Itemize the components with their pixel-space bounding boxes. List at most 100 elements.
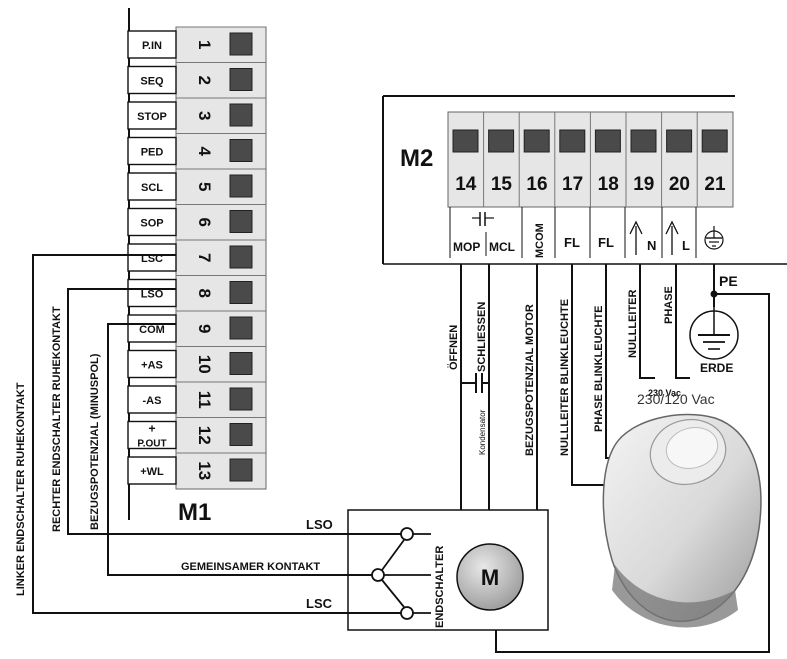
m2-screw-icon: [559, 129, 586, 153]
m1-terminal-number: 8: [195, 289, 214, 298]
m1-label-box: [127, 30, 177, 59]
m2-title: M2: [400, 145, 433, 172]
m1-terminal-1: P.IN 1: [127, 26, 266, 59]
m2-terminal-19: 19: [625, 112, 657, 207]
m1-label-text: P.OUT: [137, 438, 166, 449]
m1-screw-icon: [229, 281, 253, 304]
m1-terminal-number: 5: [195, 182, 214, 191]
kondensator-label: Kondensator: [478, 409, 487, 455]
capacitor-symbol-small: [472, 212, 494, 256]
m1-screw-icon: [229, 139, 253, 162]
m1-screw-icon: [229, 174, 253, 198]
null-blink-label: NULLLEITER BLINKLEUCHTE: [559, 299, 571, 456]
m2-screw-icon: [666, 129, 693, 153]
m1-screw-icon: [229, 458, 253, 482]
m2-screw-icon: [452, 129, 479, 153]
m1-screw-icon: [229, 103, 253, 127]
pe-junction-dot: [710, 290, 718, 298]
erde-label: ERDE: [700, 361, 733, 375]
m2-terminal-number: 18: [598, 174, 619, 195]
m2-terminal-21: 21: [696, 112, 728, 207]
mop-label: MOP: [453, 240, 480, 254]
oeffnen-label: ÖFFNEN: [447, 325, 460, 370]
m1-terminal-number: 2: [195, 76, 214, 85]
m2-terminal-18: 18: [589, 112, 621, 207]
m2-terminal-15: 15: [483, 112, 515, 207]
nullleiter-label: NULLLEITER: [627, 290, 639, 358]
bezug-motor-label: BEZUGSPOTENZIAL MOTOR: [524, 304, 536, 456]
m1-screw-icon: [229, 387, 253, 411]
motor-label: M: [481, 565, 499, 590]
motor-icon: [456, 543, 524, 611]
m2-screw-icon: [488, 129, 515, 153]
vertical-wire-labels: ÖFFNEN SCHLIESSEN Kondensator BEZUGSPOTE…: [447, 286, 675, 456]
m1-label-box: [127, 278, 177, 308]
m2-terminal-number: 19: [633, 174, 654, 195]
lsc-box-label: LSC: [306, 596, 333, 611]
linker-endschalter-label: LINKER ENDSCHALTER RUHEKONTAKT: [15, 382, 27, 596]
m1-label-text: P.IN: [142, 40, 162, 52]
m1-label-text: -AS: [143, 395, 162, 407]
m1-label-text: +WL: [140, 466, 164, 478]
m1-title: M1: [178, 499, 211, 526]
m1-screw-icon: [229, 210, 253, 233]
m1-terminal-5: SCL 5: [127, 168, 266, 201]
m1-label-text: SCL: [141, 182, 163, 194]
endschalter-label: ENDSCHALTER: [434, 546, 446, 628]
voltage-label-b: 230/120 Vac: [637, 391, 715, 407]
m1-screw-icon: [229, 245, 253, 269]
m2-wires: [460, 264, 770, 653]
m2-screw-icon: [701, 129, 728, 153]
fl-label-2: FL: [598, 235, 614, 250]
motor-endschalter-box: ENDSCHALTER M LSO GEMEINSAMER KONTAKT LS…: [181, 509, 549, 631]
m1-screw-icon: [229, 68, 253, 91]
pe-label: PE: [719, 273, 738, 289]
m2-sublabel-row: MOP MCL MCOM FL FL N L: [449, 207, 724, 258]
m1-label-plus: +: [148, 421, 155, 435]
m1-screw-icon: [229, 423, 253, 446]
m1-label-box: [127, 101, 177, 130]
phase-blink-label: PHASE BLINKLEUCHTE: [593, 305, 605, 432]
m2-terminal-number: 20: [669, 174, 690, 195]
ground-icon-small: [704, 226, 724, 250]
m1-label-box: [127, 456, 177, 485]
m1-label-box: [127, 243, 177, 272]
m1-terminal-number: 9: [195, 324, 214, 333]
m1-label-text: STOP: [137, 111, 167, 123]
m1-terminal-number: 7: [195, 253, 214, 262]
gemeinsamer-kontakt-label: GEMEINSAMER KONTAKT: [181, 561, 320, 573]
m2-terminal-14: 14: [452, 129, 479, 195]
earth-ground-icon: [689, 307, 739, 360]
m1-label-text: SEQ: [140, 75, 164, 87]
m1-label-box: [127, 207, 177, 237]
m1-terminal-12: + P.OUT 12: [127, 417, 266, 450]
m1-label-text: SOP: [140, 217, 163, 229]
m1-wires: [32, 254, 401, 614]
m1-screw-icon: [229, 32, 253, 56]
m1-terminal-number: 12: [195, 426, 214, 445]
m1-label-box: [127, 420, 177, 450]
m1-screw-icon: [229, 316, 253, 340]
rechter-endschalter-label: RECHTER ENDSCHALTER RUHEKONTAKT: [51, 306, 63, 532]
m2-screw-icon: [523, 129, 550, 153]
m1-terminal-number: 1: [195, 40, 214, 49]
m1-label-box: [127, 65, 177, 95]
m2-terminal-number: 16: [526, 174, 547, 195]
schliessen-label: SCHLIESSEN: [476, 302, 488, 372]
fl-label-1: FL: [564, 235, 580, 250]
m1-terminal-number: 10: [195, 355, 214, 374]
m2-terminal-number: 17: [562, 174, 583, 195]
flashing-lamp-image: [602, 413, 762, 628]
m2-terminal-number: 21: [704, 174, 726, 195]
mcom-label: MCOM: [534, 223, 546, 258]
m1-label-box: [127, 314, 177, 343]
